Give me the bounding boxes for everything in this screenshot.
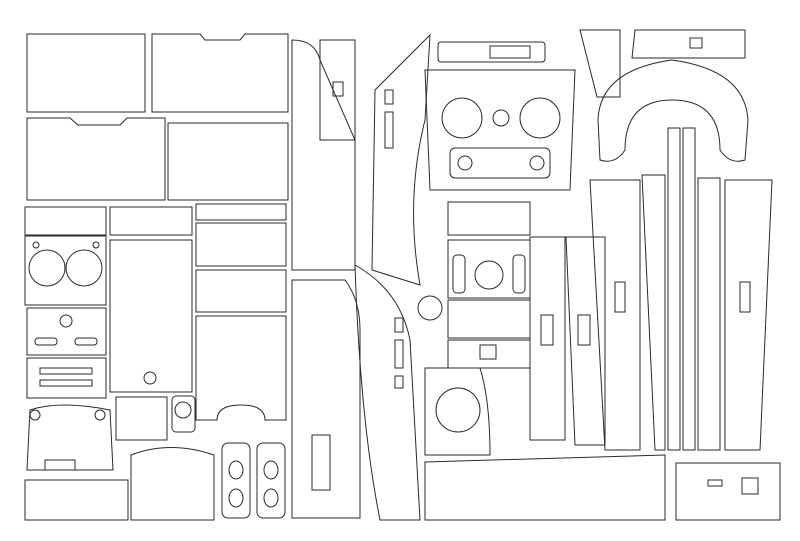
switch-slot (689, 37, 703, 49)
tray-panel (26, 357, 107, 399)
panel (109, 206, 193, 236)
gauge-left (441, 97, 483, 139)
center-console-bezel (424, 69, 576, 191)
switch-hole (263, 488, 279, 508)
slot (540, 314, 554, 346)
switch-column (512, 254, 526, 294)
screen-panel-4 (167, 122, 289, 201)
end-plate-slot (707, 479, 723, 487)
knob-piece (171, 395, 196, 433)
button-slot (74, 337, 98, 346)
curved-trim-front (371, 33, 431, 286)
sill-strip-4 (682, 127, 696, 451)
switch-slot (394, 375, 404, 389)
end-plate-square (741, 477, 759, 495)
panel (447, 339, 531, 369)
end-plate (675, 462, 781, 521)
knob-panel (26, 307, 107, 356)
top-strip (437, 41, 546, 63)
switch-hole (263, 460, 279, 480)
panel (195, 269, 287, 313)
screw-hole (92, 241, 100, 249)
center-knob (492, 109, 510, 127)
sill-strip-1 (589, 179, 641, 451)
switch-column (452, 254, 466, 294)
sill-strip-3 (667, 127, 681, 451)
switch-slot (394, 317, 404, 333)
rear-door-panel (291, 279, 361, 519)
slot (577, 314, 591, 346)
gauge-right (519, 97, 561, 139)
window-switch-left (221, 442, 251, 519)
screw-hole (29, 409, 41, 421)
curved-trim-rear (354, 264, 421, 521)
control-dial (435, 387, 481, 433)
large-panel (109, 239, 193, 393)
vent-circle-right (65, 249, 103, 287)
screen-panel-3 (26, 117, 166, 201)
sill-strip-5 (697, 177, 721, 451)
hole (417, 295, 443, 321)
screw-hole (94, 409, 106, 421)
switch-hole (228, 460, 244, 480)
sill-strip-7 (529, 236, 566, 441)
pillar-piece (579, 29, 621, 98)
switch-slot (384, 111, 394, 149)
armrest-panel (130, 447, 215, 521)
trim-strip (24, 206, 107, 236)
tray-slot (39, 379, 93, 387)
lower-console-panel (424, 367, 491, 456)
shifter-knob (474, 260, 504, 290)
sill-strip-8 (565, 236, 606, 446)
small-panel (115, 396, 168, 441)
panel (447, 201, 531, 236)
switch-slot (394, 339, 404, 369)
button-square (479, 344, 497, 360)
top-strip-slot (489, 45, 531, 59)
steering-trim (597, 59, 749, 162)
window-switch-right (256, 442, 286, 519)
switch-hole (228, 488, 244, 508)
lower-tray (424, 454, 666, 521)
knob-circle (59, 314, 73, 328)
sill-strip-2 (641, 174, 666, 451)
climate-knob (529, 155, 545, 171)
screen-panel-2 (151, 33, 289, 113)
top-trim (631, 29, 746, 59)
vent-circle-left (28, 249, 66, 287)
screw-hole (32, 241, 40, 249)
knob-circle (174, 401, 192, 419)
switch-slot (44, 459, 76, 471)
climate-panel (449, 147, 551, 179)
switch-slot (332, 81, 344, 97)
vent-panel (24, 235, 107, 306)
slot (614, 281, 626, 313)
notched-panel (195, 315, 287, 421)
sill-strip-6 (724, 179, 773, 451)
bottom-strip (24, 479, 129, 521)
front-door-panel (291, 39, 356, 271)
slot (739, 281, 751, 313)
panel (195, 203, 287, 221)
panel-hole (143, 371, 157, 385)
panel (447, 299, 531, 339)
panel (195, 222, 287, 267)
screen-panel-1 (26, 33, 146, 113)
tray-slot (39, 367, 93, 375)
switch-slot (384, 89, 394, 105)
climate-knob (457, 155, 473, 171)
switch-panel (26, 404, 114, 471)
door-switch-strip (311, 434, 331, 491)
door-switch-strip (319, 39, 356, 141)
button-slot (34, 337, 58, 346)
